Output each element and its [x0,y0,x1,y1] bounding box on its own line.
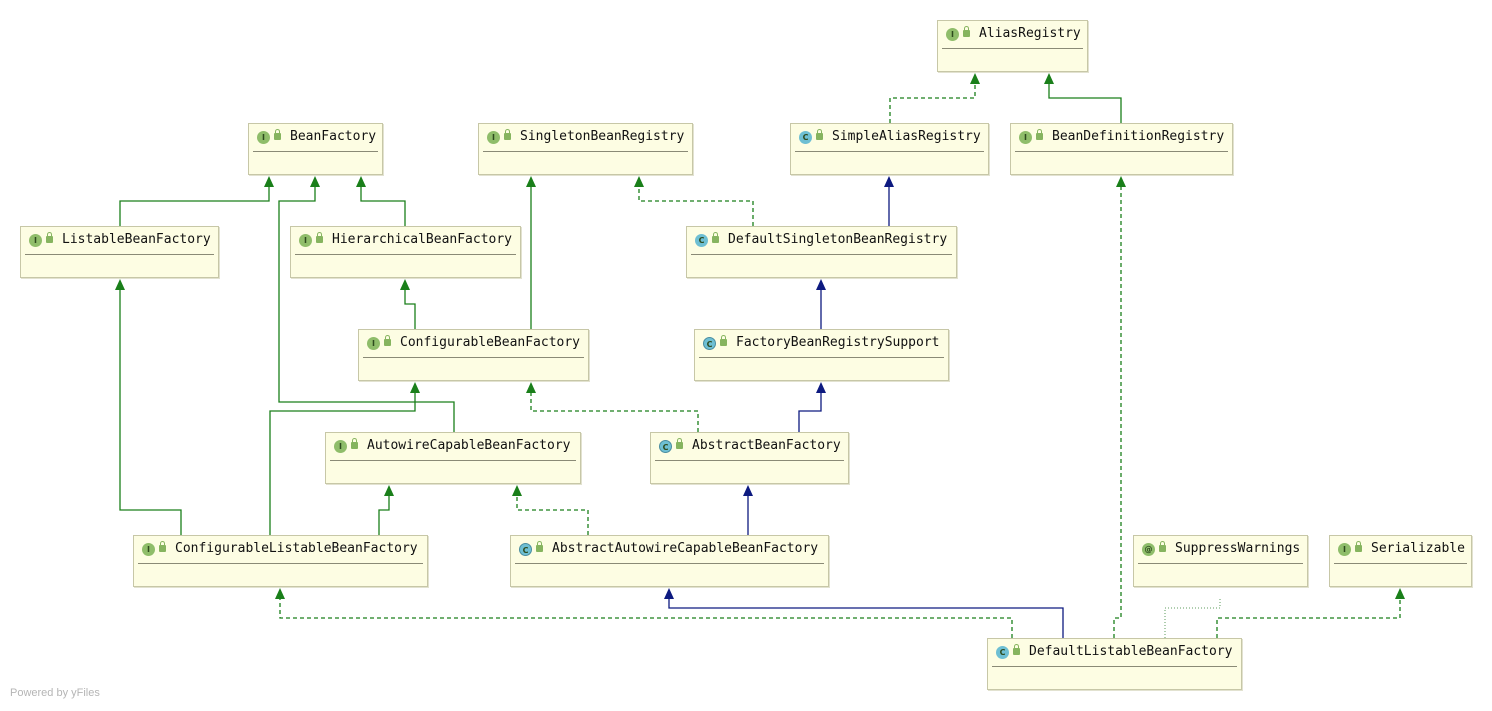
edge-factorysupport-to-defaultsingleton [816,279,826,329]
edge-abstractbean-to-factorysupport [798,382,826,432]
edge-simplealias-to-alias [889,73,980,123]
annotation-icon: @ [1142,543,1155,556]
interface-icon: I [367,337,380,350]
node-configurable-bean-factory[interactable]: I ConfigurableBeanFactory [358,329,589,381]
edge-autowire-to-beanfactory [278,176,455,432]
node-listable-bean-factory[interactable]: I ListableBeanFactory [20,226,219,278]
node-bean-factory[interactable]: I BeanFactory [248,123,383,175]
interface-icon: I [1019,131,1032,144]
interface-icon: I [1338,543,1351,556]
edge-dlbf-to-suppress [1164,599,1221,638]
node-simple-alias-registry[interactable]: C SimpleAliasRegistry [790,123,989,175]
interface-icon: I [29,234,42,247]
abstract-class-icon: C [519,543,532,556]
interface-icon: I [487,131,500,144]
edge-cl-to-listable [115,279,182,535]
edge-aacbf-to-abstractbean [743,485,753,535]
edge-dlbf-to-aacbf [664,588,1064,638]
node-abstract-autowire-capable-bean-factory[interactable]: C AbstractAutowireCapableBeanFactory [510,535,829,587]
class-name: AutowireCapableBeanFactory [367,438,571,453]
public-lock-icon [1036,129,1043,140]
node-factory-bean-registry-support[interactable]: C FactoryBeanRegistrySupport [694,329,949,381]
interface-icon: I [257,131,270,144]
public-lock-icon [384,335,391,346]
class-name: DefaultSingletonBeanRegistry [728,232,948,247]
node-bean-definition-registry[interactable]: I BeanDefinitionRegistry [1010,123,1233,175]
node-abstract-bean-factory[interactable]: C AbstractBeanFactory [650,432,849,484]
class-name: AbstractBeanFactory [692,438,841,453]
class-name: FactoryBeanRegistrySupport [736,335,940,350]
class-name: HierarchicalBeanFactory [332,232,513,247]
interface-icon: I [142,543,155,556]
edge-dlbf-to-cl [275,588,1013,638]
public-lock-icon [316,232,323,243]
class-icon: C [695,234,708,247]
class-name: BeanDefinitionRegistry [1052,129,1225,144]
public-lock-icon [1355,541,1362,552]
node-serializable[interactable]: I Serializable [1329,535,1472,587]
public-lock-icon [816,129,823,140]
edge-cl-to-configurable [269,382,420,535]
public-lock-icon [46,232,53,243]
edge-configurable-to-hierarchical [400,279,416,329]
class-name: DefaultListableBeanFactory [1029,644,1233,659]
public-lock-icon [274,129,281,140]
edge-hierarchical-to-beanfactory [356,176,406,226]
public-lock-icon [351,438,358,449]
class-name: AliasRegistry [979,26,1081,41]
edge-defaultsingleton-to-simplealias [884,176,894,226]
edge-listable-to-beanfactory [119,176,274,226]
class-name: SingletonBeanRegistry [520,129,685,144]
class-icon: C [996,646,1009,659]
public-lock-icon [504,129,511,140]
class-name: ListableBeanFactory [62,232,211,247]
public-lock-icon [1013,644,1020,655]
abstract-class-icon: C [703,337,716,350]
edge-dlbf-to-beandef [1113,176,1126,638]
node-suppress-warnings[interactable]: @ SuppressWarnings [1133,535,1308,587]
node-alias-registry[interactable]: I AliasRegistry [937,20,1088,72]
edge-defaultsingleton-to-singleton [634,176,754,226]
edge-dlbf-to-serializable [1216,588,1405,638]
class-name: ConfigurableBeanFactory [400,335,581,350]
public-lock-icon [1159,541,1166,552]
public-lock-icon [963,26,970,37]
node-default-singleton-bean-registry[interactable]: C DefaultSingletonBeanRegistry [686,226,957,278]
public-lock-icon [536,541,543,552]
class-name: AbstractAutowireCapableBeanFactory [552,541,819,556]
edge-configurable-to-singleton [526,176,536,329]
node-singleton-bean-registry[interactable]: I SingletonBeanRegistry [478,123,693,175]
public-lock-icon [712,232,719,243]
class-name: BeanFactory [290,129,377,144]
node-hierarchical-bean-factory[interactable]: I HierarchicalBeanFactory [290,226,521,278]
class-name: SimpleAliasRegistry [832,129,981,144]
interface-icon: I [334,440,347,453]
node-configurable-listable-bean-factory[interactable]: I ConfigurableListableBeanFactory [133,535,428,587]
class-name: Serializable [1371,541,1465,556]
edge-beandef-to-alias [1044,73,1122,123]
class-icon: C [799,131,812,144]
class-name: SuppressWarnings [1175,541,1301,556]
public-lock-icon [159,541,166,552]
abstract-class-icon: C [659,440,672,453]
interface-icon: I [946,28,959,41]
edge-cl-to-autowire [378,485,394,535]
class-name: ConfigurableListableBeanFactory [175,541,418,556]
public-lock-icon [720,335,727,346]
node-autowire-capable-bean-factory[interactable]: I AutowireCapableBeanFactory [325,432,581,484]
edge-aacbf-to-autowire [512,485,589,535]
edge-abstractbean-to-configurable [526,382,699,432]
interface-icon: I [299,234,312,247]
public-lock-icon [676,438,683,449]
powered-by-footer: Powered by yFiles [10,687,100,699]
node-default-listable-bean-factory[interactable]: C DefaultListableBeanFactory [987,638,1242,690]
